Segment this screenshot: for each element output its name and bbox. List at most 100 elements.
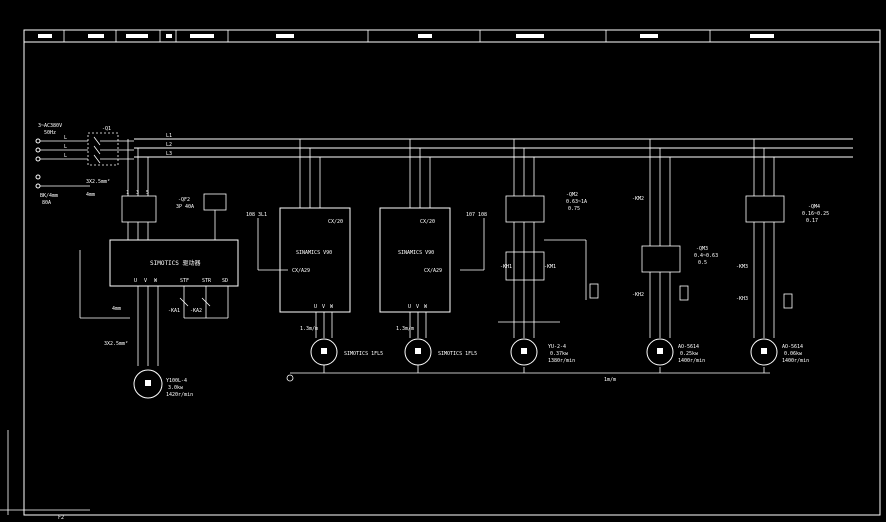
label-drives-2-port_enc: CX/A29 xyxy=(424,268,442,274)
label-drives-1-port_in: 108 3L1 xyxy=(246,212,267,218)
label-drives-0-terminals_top-1: 3 xyxy=(136,190,139,196)
label-drives-0-control-0: STF xyxy=(180,278,189,284)
drive2-feeder xyxy=(257,139,321,271)
label-drives-2-outputs-0: U xyxy=(408,304,411,310)
label-drives-0-cable: 3X2.5mm² xyxy=(104,341,128,347)
drawing-border xyxy=(23,29,881,516)
motor-m3 xyxy=(404,338,432,366)
label-drives-2-outputs-2: W xyxy=(424,304,428,310)
label-dol_starters-0-motor-type: YU-2-4 xyxy=(548,344,566,350)
label-drives-2-module: CX/20 xyxy=(420,219,435,225)
supply-voltage: 3~AC380V xyxy=(38,123,62,129)
label-dol_starters-1-motor-type: AO-5614 xyxy=(678,344,699,350)
label-drives-0-contacts-1: -KA2 xyxy=(190,308,202,314)
label-dol_starters-0-setting: 0.75 xyxy=(568,206,580,212)
label-drives-0-terminals_out-2: W xyxy=(154,278,158,284)
label-drives-0-terminals_top-0: 1 xyxy=(126,190,129,196)
label-supply-cable_pe: 4mm xyxy=(86,192,95,198)
label-drives-1-outputs-1: V xyxy=(322,304,325,310)
label-drives-1-port_enc: CX/A29 xyxy=(292,268,310,274)
motor-m1 xyxy=(133,369,163,399)
dol3 xyxy=(745,139,793,338)
label-supply-phases-0: L xyxy=(64,135,67,141)
label-drives-0-control-1: STR xyxy=(202,278,212,284)
drive1-label: SIMOTICS 驱动器 xyxy=(150,260,201,267)
motor-m4 xyxy=(510,338,538,366)
label-dol_starters-0-range: 0.63~1A xyxy=(566,199,587,205)
motor-m2 xyxy=(310,338,338,366)
label-drives-1-outputs-2: W xyxy=(330,304,334,310)
label-drives-0-motor-type: Y100L-4 xyxy=(166,378,187,384)
label-drives-2-cable: 1.3m/m xyxy=(396,326,414,332)
label-drives-0-breaker_note: 3P 40A xyxy=(176,204,194,210)
drive3-box xyxy=(379,207,451,313)
label-drives-0-contacts-0: -KA1 xyxy=(168,308,180,314)
drive2-label: SINAMICS V90 xyxy=(296,250,332,256)
label-dol_starters-1-relay: -KH2 xyxy=(632,292,644,298)
label-drives-0-breaker: -QF2 xyxy=(178,197,190,203)
label-drives-0-motor-speed: 1420r/min xyxy=(166,392,193,398)
label-dol_starters-0-breaker: -QM2 xyxy=(566,192,578,198)
label-dol_starters-2-motor-power: 0.06kw xyxy=(784,351,803,357)
drive2-output xyxy=(315,312,333,338)
drive1-output xyxy=(79,250,159,366)
label-drives-0-terminals_out-1: V xyxy=(144,278,147,284)
drive3-output xyxy=(409,312,427,338)
ground-note: BK/4mm xyxy=(40,193,58,199)
motor-m5 xyxy=(646,338,674,366)
pe-bus-label: 1m/m xyxy=(604,377,616,383)
bus-l2: L2 xyxy=(166,142,172,148)
label-dol_starters-0-relay: -KH1 xyxy=(500,264,512,270)
label-drives-0-terminals_top-2: 5 xyxy=(146,190,149,196)
label-dol_starters-1-motor-speed: 1400r/min xyxy=(678,358,705,364)
pe-bus xyxy=(286,365,770,382)
label-drives-1-module: CX/20 xyxy=(328,219,343,225)
label-dol_starters-2-relay: -KH3 xyxy=(736,296,748,302)
label-drives-0-terminals_out-0: U xyxy=(134,278,137,284)
dol1 xyxy=(498,139,599,338)
breaker-qf2 xyxy=(203,193,227,240)
label-dol_starters-0-contactor: -KM1 xyxy=(544,264,556,270)
footer-marker xyxy=(0,430,90,515)
main-breaker xyxy=(87,132,134,166)
supply-terminals xyxy=(35,138,90,189)
label-dol_starters-1-range: 0.4~0.63 xyxy=(694,253,718,259)
label-supply-phases-1: L xyxy=(64,144,67,150)
label-drives-1-motor-type: SIMOTICS 1FL5 xyxy=(344,351,383,357)
main-breaker-label: -Q1 xyxy=(102,126,111,132)
fuse-note: 80A xyxy=(42,200,51,206)
label-dol_starters-1-setting: 0.5 xyxy=(698,260,707,266)
label-dol_starters-1-motor-power: 0.25kw xyxy=(680,351,699,357)
label-drives-2-port_in: 107 108 xyxy=(466,212,487,218)
motor-m6 xyxy=(750,338,778,366)
dol2 xyxy=(641,139,689,338)
drive3-feeder xyxy=(409,139,485,271)
busbars xyxy=(134,138,853,158)
label-dol_starters-2-range: 0.16~0.25 xyxy=(802,211,829,217)
label-drives-1-cable: 1.3m/m xyxy=(300,326,318,332)
label-drives-0-motor-power: 3.0kw xyxy=(168,385,184,391)
drive3-label: SINAMICS V90 xyxy=(398,250,434,256)
label-dol_starters-2-contactor: -KM3 xyxy=(736,264,748,270)
label-drives-0-pe: 4mm xyxy=(112,306,121,312)
label-drives-1-outputs-0: U xyxy=(314,304,317,310)
drive1-feeder xyxy=(121,139,157,240)
label-supply-cable_main: 3X2.5mm² xyxy=(86,179,110,185)
label-dol_starters-2-setting: 0.17 xyxy=(806,218,818,224)
label-drives-2-outputs-1: V xyxy=(416,304,419,310)
drive1-box xyxy=(109,239,239,287)
label-dol_starters-2-motor-speed: 1400r/min xyxy=(782,358,809,364)
label-dol_starters-1-breaker: -QM3 xyxy=(696,246,708,252)
label-drives-2-motor-type: SIMOTICS 1FL5 xyxy=(438,351,477,357)
drive2-box xyxy=(279,207,351,313)
label-dol_starters-1-contactor: -KM2 xyxy=(632,196,644,202)
drive1-control-contacts xyxy=(179,286,229,319)
supply-freq: 50Hz xyxy=(44,130,56,136)
bus-l1: L1 xyxy=(166,133,172,139)
footer-label: F2 xyxy=(58,515,64,521)
label-dol_starters-2-motor-type: AO-5614 xyxy=(782,344,803,350)
label-dol_starters-0-motor-power: 0.37kw xyxy=(550,351,569,357)
bus-l3: L3 xyxy=(166,151,172,157)
label-dol_starters-0-motor-speed: 1380r/min xyxy=(548,358,575,364)
